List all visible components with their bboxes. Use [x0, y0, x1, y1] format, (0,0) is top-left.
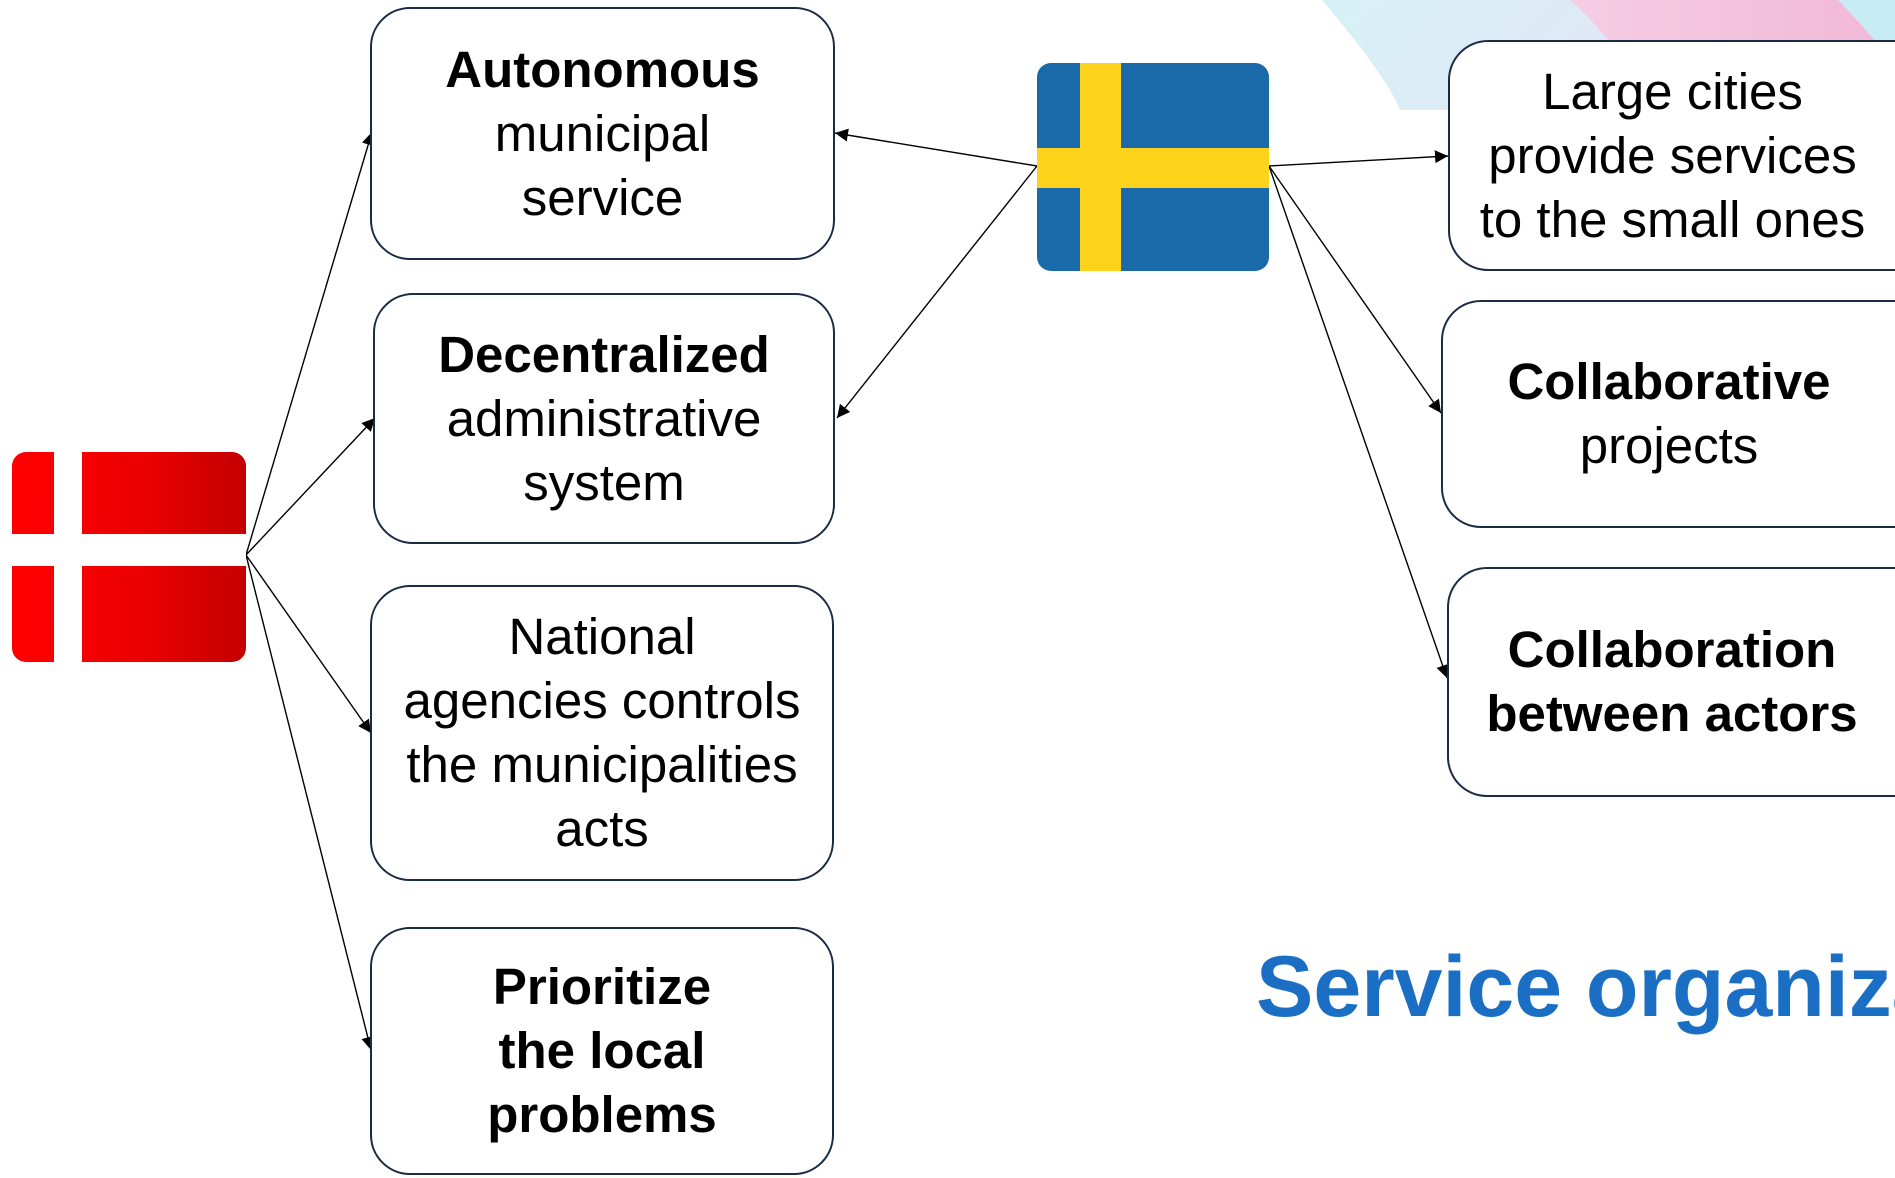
box-text-line: administrative — [446, 389, 762, 447]
box-text-line: service — [521, 168, 684, 226]
arrow-denmark-prioritize — [245, 554, 375, 1051]
box-text-line: Collaborative — [1507, 353, 1831, 410]
arrow-sweden-autonomous — [834, 128, 1038, 167]
box-text-line: the local — [498, 1022, 706, 1079]
arrow-sweden-collaboration — [1268, 165, 1449, 679]
slide-title: Service organiza — [1256, 939, 1895, 1035]
box-decentralized-administrative-system: Decentralized administrative system — [373, 293, 835, 544]
box-text-line: problems — [487, 1086, 717, 1143]
arrow-sweden-collaborative — [1268, 165, 1442, 414]
box-text-line: Prioritize — [492, 958, 712, 1015]
box-text-line: system — [523, 453, 685, 511]
box-text-line: Large cities — [1542, 62, 1803, 120]
box-text-line: to the small ones — [1479, 190, 1866, 248]
box-collaboration-between-actors: Collaboration between actors — [1447, 567, 1895, 797]
arrow-denmark-national — [245, 554, 372, 734]
arrow-sweden-decentralized — [836, 165, 1038, 419]
box-text-line: the municipalities — [406, 736, 798, 793]
arrow-denmark-autonomous — [245, 131, 375, 556]
box-text-line: municipal — [494, 104, 711, 162]
box-national-agencies: National agencies controls the municipal… — [370, 585, 834, 881]
sweden-flag-icon — [1037, 63, 1269, 271]
box-prioritize-local-problems: Prioritize the local problems — [370, 927, 834, 1175]
denmark-flag-icon — [12, 452, 246, 662]
box-autonomous-municipal-service: Autonomous municipal service — [370, 7, 835, 260]
box-large-cities: Large cities provide services to the sma… — [1448, 40, 1895, 271]
box-text-line: Autonomous — [445, 40, 760, 98]
box-text-line: Collaboration — [1507, 621, 1837, 678]
arrow-denmark-decentralized — [245, 417, 376, 556]
box-text-line: provide services — [1488, 126, 1857, 184]
box-text-line: Decentralized — [438, 325, 770, 383]
box-text-line: agencies controls — [403, 672, 801, 729]
box-text-line: between actors — [1486, 685, 1858, 742]
box-text-line: National — [508, 608, 696, 665]
box-text-line: acts — [555, 800, 649, 857]
arrow-sweden-large-cities — [1268, 150, 1449, 167]
box-text-line: projects — [1579, 417, 1759, 474]
box-collaborative-projects: Collaborative projects — [1441, 300, 1895, 528]
